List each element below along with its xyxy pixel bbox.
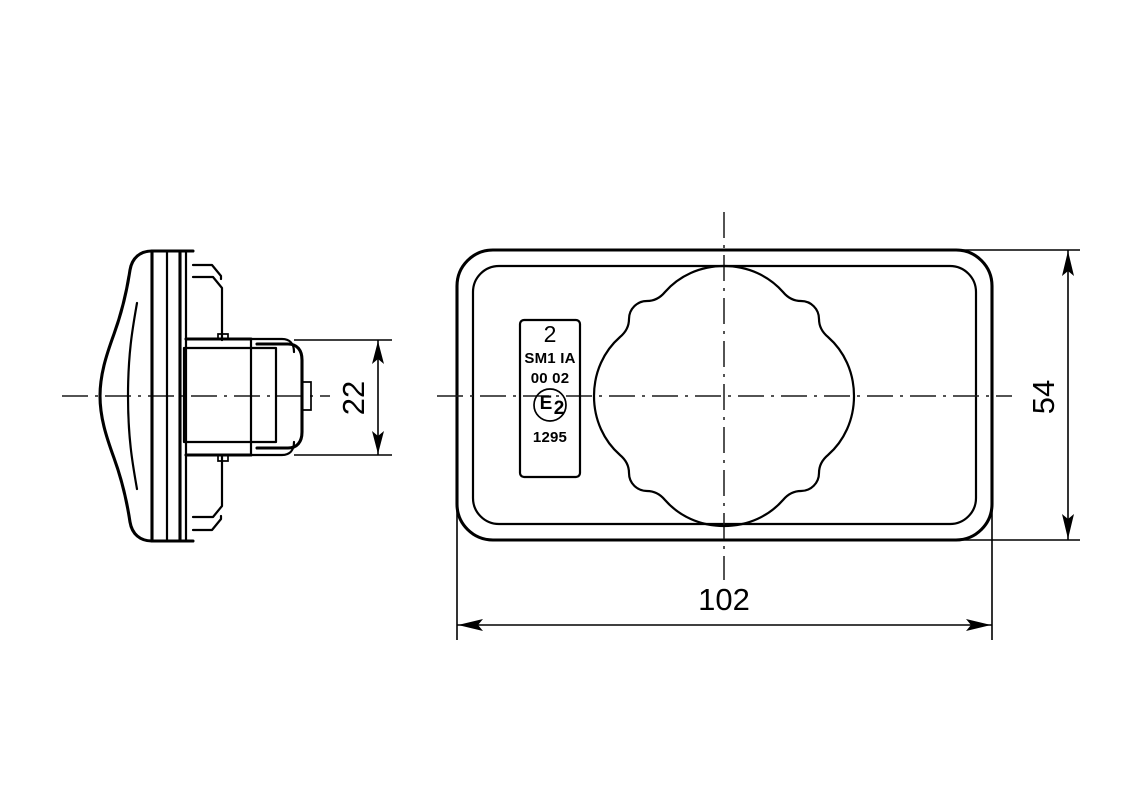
dimension-54: 54 <box>960 249 1080 541</box>
dim-102-arrow-right <box>966 619 991 631</box>
approval-line-3: 00 02 <box>531 370 570 387</box>
emark-circle <box>533 388 567 422</box>
dimension-102: 102 <box>456 500 993 640</box>
front-bezel-outer <box>455 248 994 542</box>
approval-line-2: SM1 IA <box>524 350 575 367</box>
housing-bottom-step-upper <box>191 454 224 519</box>
housing-bottom-step-lower <box>191 514 223 532</box>
emark-letter: E <box>540 393 553 414</box>
approval-marking-plate <box>518 318 582 479</box>
front-face-view: 2 SM1 IA 00 02 E 2 1295 <box>437 212 1012 580</box>
connector-shoulder-top <box>249 337 296 354</box>
dim-54-text: 54 <box>1026 380 1061 414</box>
approval-line-5: 1295 <box>533 429 567 446</box>
dim-22-arrow-bottom <box>372 431 384 454</box>
dim-22-text: 22 <box>336 381 371 415</box>
side-profile-view <box>62 249 330 543</box>
lens-inner-curve <box>126 301 139 491</box>
dim-102-text: 102 <box>698 582 750 617</box>
housing-bottom-boss <box>217 454 229 462</box>
connector-shoulder-bottom <box>249 440 296 457</box>
lens-outer-silhouette <box>98 249 195 543</box>
dim-102-arrow-left <box>458 619 483 631</box>
approval-label-text-group: 2 SM1 IA 00 02 E 2 1295 <box>524 321 575 446</box>
dim-54-arrow-bottom <box>1062 514 1074 539</box>
dimension-22: 22 <box>294 339 392 456</box>
housing-top-step-lower <box>191 275 224 342</box>
emark-number: 2 <box>554 398 565 419</box>
quatrefoil-lens-pattern <box>592 264 856 528</box>
housing-top-step-upper <box>191 263 223 281</box>
approval-line-1: 2 <box>544 321 557 347</box>
dim-54-arrow-top <box>1062 251 1074 276</box>
housing-top-boss <box>217 333 229 340</box>
dim-22-arrow-top <box>372 341 384 364</box>
connector-pin-tab <box>302 381 312 411</box>
plug-block-rect <box>182 346 278 444</box>
